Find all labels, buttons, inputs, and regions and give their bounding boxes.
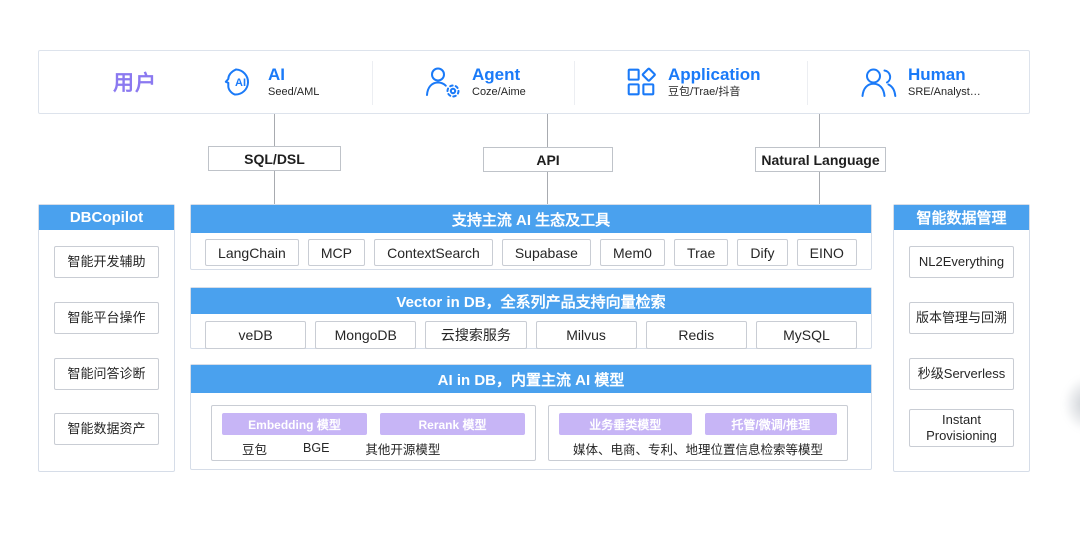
ecosystem-chip: Supabase [501, 239, 591, 266]
actor-name: Agent [472, 65, 521, 85]
topbar-divider [807, 61, 808, 105]
vector-chip: MySQL [755, 321, 858, 349]
section-ai-in-db: AI in DB，内置主流 AI 模型 Embedding 模型 Rerank … [190, 364, 872, 470]
actor-name: Human [908, 65, 966, 85]
section-vector-in-db: Vector in DB，全系列产品支持向量检索 veDB MongoDB 云搜… [190, 287, 872, 349]
data-management-item: 秒级Serverless [909, 358, 1014, 390]
dbcopilot-panel: DBCopilot 智能开发辅助 智能平台操作 智能问答诊断 智能数据资产 [38, 204, 175, 472]
ai-head-icon: AI [221, 65, 259, 99]
section-title: 支持主流 AI 生态及工具 [191, 205, 871, 233]
vector-chip-row: veDB MongoDB 云搜索服务 Milvus Redis MySQL [191, 314, 871, 355]
actor-subtitle: Seed/AML [268, 85, 320, 98]
section-ai-ecosystem: 支持主流 AI 生态及工具 LangChain MCP ContextSearc… [190, 204, 872, 270]
ecosystem-chip: EINO [796, 239, 857, 266]
actor-name: Application [668, 65, 761, 85]
model-pill-row: Embedding 模型 Rerank 模型 [222, 413, 525, 435]
data-management-item: NL2Everything [909, 246, 1014, 278]
topbar-divider [574, 61, 575, 105]
ecosystem-chip: Dify [737, 239, 788, 266]
dbcopilot-panel-title: DBCopilot [39, 205, 174, 230]
actor-name: AI [268, 65, 285, 85]
model-name-row: 媒体、电商、专利、地理位置信息检索等模型 [559, 435, 837, 461]
ecosystem-chip: Mem0 [599, 239, 665, 266]
actor-ai: AI AI Seed/AML [221, 65, 319, 99]
actor-application: Application 豆包/Trae/抖音 [623, 65, 761, 99]
agent-gear-icon [423, 65, 463, 99]
model-name: 豆包 [242, 442, 268, 457]
data-management-item: Instant Provisioning [909, 409, 1014, 447]
section-title: Vector in DB，全系列产品支持向量检索 [191, 288, 871, 314]
vector-chip: 云搜索服务 [425, 321, 527, 349]
dbcopilot-item: 智能数据资产 [54, 413, 159, 445]
topbar-divider [372, 61, 373, 105]
model-name: 媒体、电商、专利、地理位置信息检索等模型 [572, 442, 823, 457]
vector-chip: Milvus [535, 321, 637, 349]
ecosystem-chip-row: LangChain MCP ContextSearch Supabase Mem… [191, 233, 871, 272]
model-pill: 托管/微调/推理 [704, 413, 837, 435]
ecosystem-chip: LangChain [205, 239, 299, 266]
actor-subtitle: 豆包/Trae/抖音 [668, 85, 741, 98]
dbcopilot-item: 智能平台操作 [54, 302, 159, 334]
interface-sql-dsl: SQL/DSL [208, 146, 341, 171]
dbcopilot-item: 智能问答诊断 [54, 358, 159, 390]
svg-text:AI: AI [235, 77, 246, 89]
data-management-panel-title: 智能数据管理 [894, 205, 1029, 230]
users-title: 用户 [113, 72, 157, 95]
model-pill: Embedding 模型 [222, 413, 367, 435]
model-name: BGE [303, 441, 330, 455]
data-management-item: 版本管理与回溯 [909, 302, 1014, 334]
users-bar: 用户 AI AI Seed/AML [38, 50, 1030, 114]
actor-subtitle: SRE/Analyst… [908, 85, 981, 98]
model-name-row: 豆包 BGE 其他开源模型 [222, 435, 525, 461]
actor-agent: Agent Coze/Aime [423, 65, 526, 99]
vector-chip: Redis [645, 321, 747, 349]
data-management-panel: 智能数据管理 NL2Everything 版本管理与回溯 秒级Serverles… [893, 204, 1030, 472]
model-pill-row: 业务垂类模型 托管/微调/推理 [559, 413, 837, 435]
section-title: AI in DB，内置主流 AI 模型 [191, 365, 871, 393]
interface-api: API [483, 147, 613, 172]
actor-human: Human SRE/Analyst… [859, 65, 981, 99]
app-grid-icon [623, 65, 659, 99]
ecosystem-chip: MCP [307, 239, 366, 266]
embedding-rerank-group: Embedding 模型 Rerank 模型 豆包 BGE 其他开源模型 [211, 405, 536, 461]
actor-subtitle: Coze/Aime [472, 85, 526, 98]
right-edge-smudge [1063, 376, 1080, 432]
ecosystem-chip: ContextSearch [374, 239, 493, 266]
dbcopilot-item: 智能开发辅助 [54, 246, 159, 278]
ecosystem-chip: Trae [673, 239, 729, 266]
vector-chip: MongoDB [315, 321, 417, 349]
vertical-models-group: 业务垂类模型 托管/微调/推理 媒体、电商、专利、地理位置信息检索等模型 [548, 405, 848, 461]
model-pill: 业务垂类模型 [559, 413, 692, 435]
vector-chip: veDB [205, 321, 307, 349]
interface-natural-language: Natural Language [755, 147, 886, 172]
model-name: 其他开源模型 [365, 442, 441, 457]
human-people-icon [859, 65, 899, 99]
model-pill: Rerank 模型 [380, 413, 525, 435]
